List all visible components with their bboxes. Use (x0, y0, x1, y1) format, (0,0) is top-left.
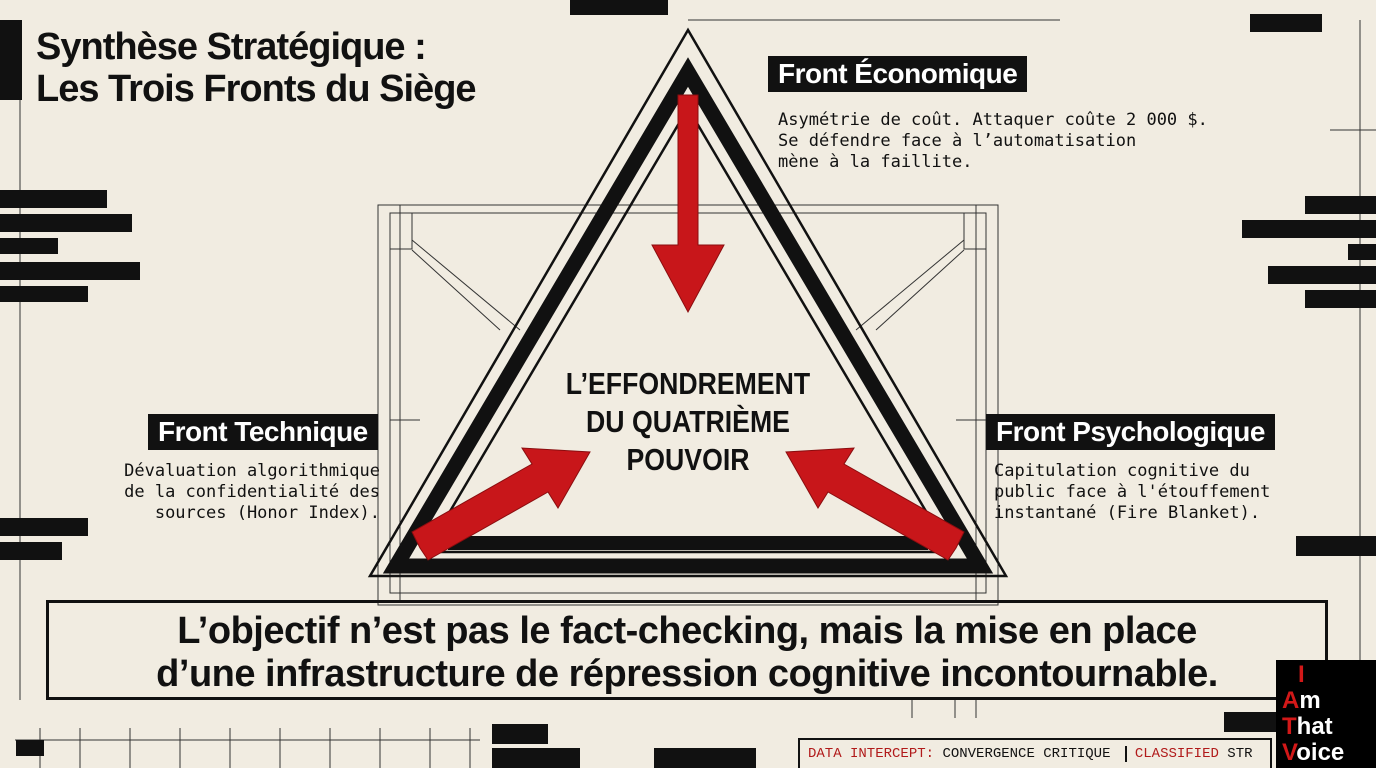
logo-text: hat (1296, 713, 1333, 740)
redaction-bar (0, 214, 132, 232)
redaction-bar (0, 262, 140, 280)
redaction-bar (1250, 14, 1322, 32)
logo-letter: T (1282, 713, 1297, 740)
classified-value: STR (1227, 746, 1253, 762)
redaction-bar (0, 286, 88, 302)
redaction-bar (1224, 712, 1276, 732)
front-technique-description: Dévaluation algorithmique de la confiden… (124, 461, 380, 523)
logo-letter: I (1298, 661, 1305, 688)
center-line: POUVOIR (626, 442, 750, 477)
intercept-label: DATA INTERCEPT: (808, 746, 935, 762)
redaction-bar (0, 518, 88, 536)
front-economique-label: Front Économique (768, 56, 1028, 92)
thick-triangle (382, 57, 994, 574)
redaction-bar (16, 740, 44, 756)
redaction-bar (0, 20, 22, 100)
logo-letter: V (1282, 739, 1297, 766)
center-line: L’EFFONDREMENT (565, 366, 811, 401)
logo-text: oice (1296, 739, 1345, 766)
front-technique-label: Front Technique (148, 414, 378, 450)
intercept-value: CONVERGENCE CRITIQUE (942, 746, 1111, 762)
title-line: Les Trois Fronts du Siège (36, 68, 477, 110)
redaction-bar (0, 542, 62, 560)
logo-letter: A (1282, 687, 1300, 714)
logo-text: m (1299, 687, 1321, 714)
arrow-up-right-icon (411, 447, 591, 561)
center-line: DU QUATRIÈME (586, 404, 790, 439)
arrow-down-icon (651, 94, 725, 314)
front-economique-description: Asymétrie de coût. Attaquer coûte 2 000 … (778, 110, 1208, 172)
conclusion-line: L’objectif n’est pas le fact-checking, m… (177, 610, 1197, 652)
redaction-bar (1305, 196, 1376, 214)
outer-thin-triangle (367, 27, 1009, 578)
redaction-bar (1268, 266, 1376, 284)
inner-thin-triangle (423, 105, 953, 554)
page-title: Synthèse Stratégique : Les Trois Fronts … (36, 26, 477, 110)
redaction-bar (1296, 536, 1376, 556)
footer-divider (1124, 746, 1127, 762)
redaction-bar (0, 238, 58, 254)
front-psychologique-description: Capitulation cognitive du public face à … (994, 461, 1271, 523)
redaction-bar (1242, 220, 1376, 238)
classified-label: CLASSIFIED (1134, 746, 1219, 762)
front-psychologique-label: Front Psychologique (986, 414, 1275, 450)
redaction-bar (570, 0, 668, 15)
status-footer: DATA INTERCEPT: CONVERGENCE CRITIQUE CLA… (798, 738, 1272, 768)
redaction-bar (654, 748, 756, 768)
redaction-bar (1305, 290, 1376, 308)
redaction-bar (0, 190, 107, 208)
conclusion-box: L’objectif n’est pas le fact-checking, m… (46, 600, 1328, 700)
redaction-bar (1348, 244, 1376, 260)
i-am-that-voice-logo: I Am That Voice (1276, 660, 1376, 768)
center-statement: L’EFFONDREMENT DU QUATRIÈME POUVOIR (559, 365, 817, 479)
arrow-up-left-icon (785, 447, 965, 561)
title-line: Synthèse Stratégique : (36, 26, 427, 68)
conclusion-line: d’une infrastructure de répression cogni… (156, 653, 1218, 695)
redaction-bar (492, 724, 548, 744)
redaction-bar (492, 748, 580, 768)
